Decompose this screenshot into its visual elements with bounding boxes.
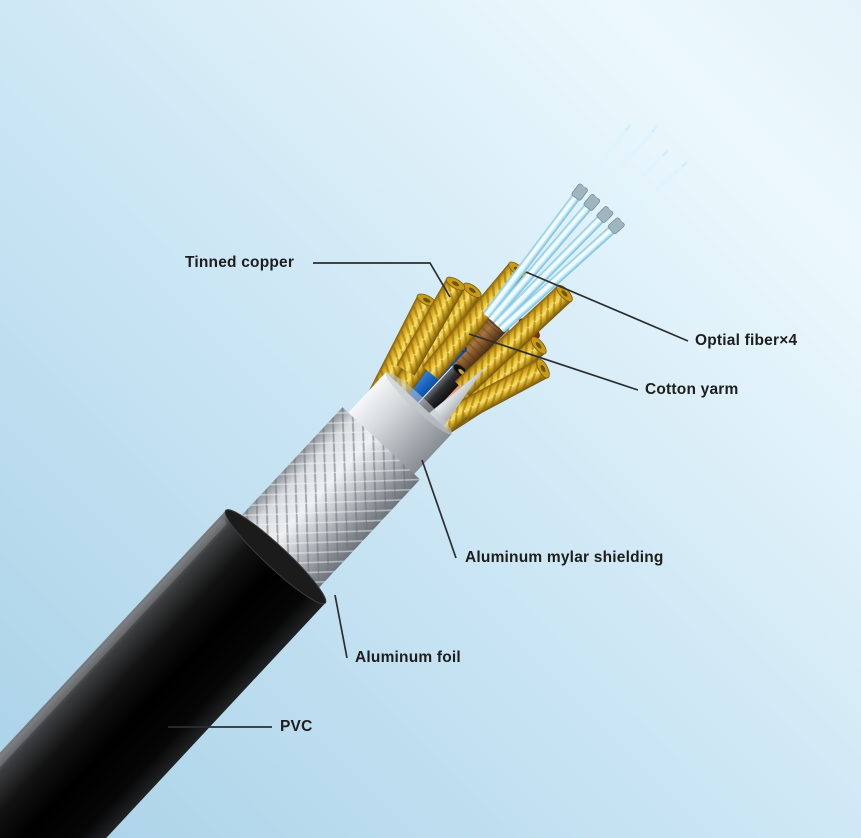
pvc-jacket xyxy=(0,509,327,838)
optical-fibers xyxy=(483,123,690,333)
leader-mylar xyxy=(421,459,457,559)
leader-optical-fiber xyxy=(525,271,689,342)
label-cotton-yarn: Cotton yarm xyxy=(645,381,739,398)
mylar-shielding xyxy=(341,368,485,482)
leader-foil xyxy=(334,594,348,659)
label-pvc: PVC xyxy=(280,718,313,735)
leader-cotton-yarn xyxy=(468,333,639,391)
leader-tinned-copper xyxy=(313,262,451,298)
label-optical-fiber: Optial fiber×4 xyxy=(695,332,798,349)
label-aluminum-foil: Aluminum foil xyxy=(355,649,461,666)
label-mylar-shielding: Aluminum mylar shielding xyxy=(465,549,664,566)
label-tinned-copper: Tinned copper xyxy=(185,254,295,271)
